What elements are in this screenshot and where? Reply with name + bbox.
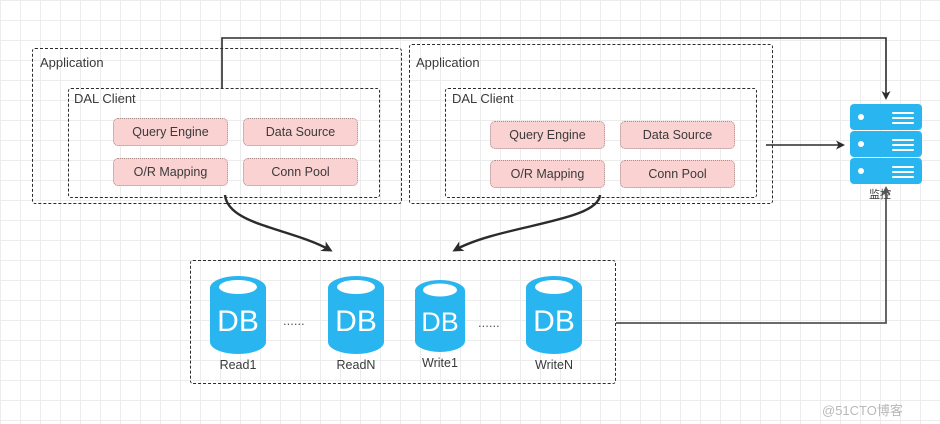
server-lines-icon	[892, 139, 914, 154]
svg-text:DB: DB	[335, 305, 377, 338]
database-writen[interactable]: DB WriteN	[522, 276, 586, 372]
database-icon: DB	[526, 276, 582, 354]
server-status-dot	[858, 114, 864, 120]
database-group-box[interactable]	[190, 260, 616, 384]
module-or-mapping-left[interactable]: O/R Mapping	[113, 158, 228, 186]
db-separator-write: ......	[478, 315, 500, 330]
svg-text:DB: DB	[533, 305, 575, 338]
server-status-dot	[858, 168, 864, 174]
database-icon: DB	[210, 276, 266, 354]
svg-text:DB: DB	[421, 307, 459, 337]
svg-text:DB: DB	[217, 305, 259, 338]
server-icon[interactable]	[850, 131, 922, 157]
server-icon[interactable]	[850, 158, 922, 184]
server-lines-icon	[892, 166, 914, 181]
module-data-source-left[interactable]: Data Source	[243, 118, 358, 146]
module-conn-pool-right[interactable]: Conn Pool	[620, 160, 735, 188]
module-or-mapping-right[interactable]: O/R Mapping	[490, 160, 605, 188]
server-icon[interactable]	[850, 104, 922, 130]
watermark: @51CTO博客	[822, 403, 903, 418]
module-query-engine-left[interactable]: Query Engine	[113, 118, 228, 146]
application-label-right: Application	[416, 55, 480, 70]
database-readn[interactable]: DB ReadN	[324, 276, 388, 372]
monitor-label: 监控	[869, 189, 891, 201]
database-label-writen: WriteN	[535, 358, 573, 372]
module-conn-pool-left[interactable]: Conn Pool	[243, 158, 358, 186]
module-data-source-right[interactable]: Data Source	[620, 121, 735, 149]
database-icon: DB	[415, 280, 465, 352]
module-query-engine-right[interactable]: Query Engine	[490, 121, 605, 149]
database-label-read1: Read1	[219, 358, 257, 372]
database-label-write1: Write1	[422, 356, 458, 370]
database-icon: DB	[328, 276, 384, 354]
connector-db-to-server-monitor	[616, 186, 891, 324]
database-read1[interactable]: DB Read1	[206, 276, 270, 372]
server-status-dot	[858, 141, 864, 147]
application-label-left: Application	[40, 55, 104, 70]
database-write1[interactable]: DB Write1	[408, 280, 472, 370]
server-stack[interactable]	[850, 104, 922, 184]
application-box-left[interactable]	[32, 48, 402, 204]
db-separator-read: ......	[283, 313, 305, 328]
database-label-readn: ReadN	[336, 358, 376, 372]
dal-client-label-left: DAL Client	[74, 91, 136, 106]
dal-client-label-right: DAL Client	[452, 91, 514, 106]
server-lines-icon	[892, 112, 914, 127]
